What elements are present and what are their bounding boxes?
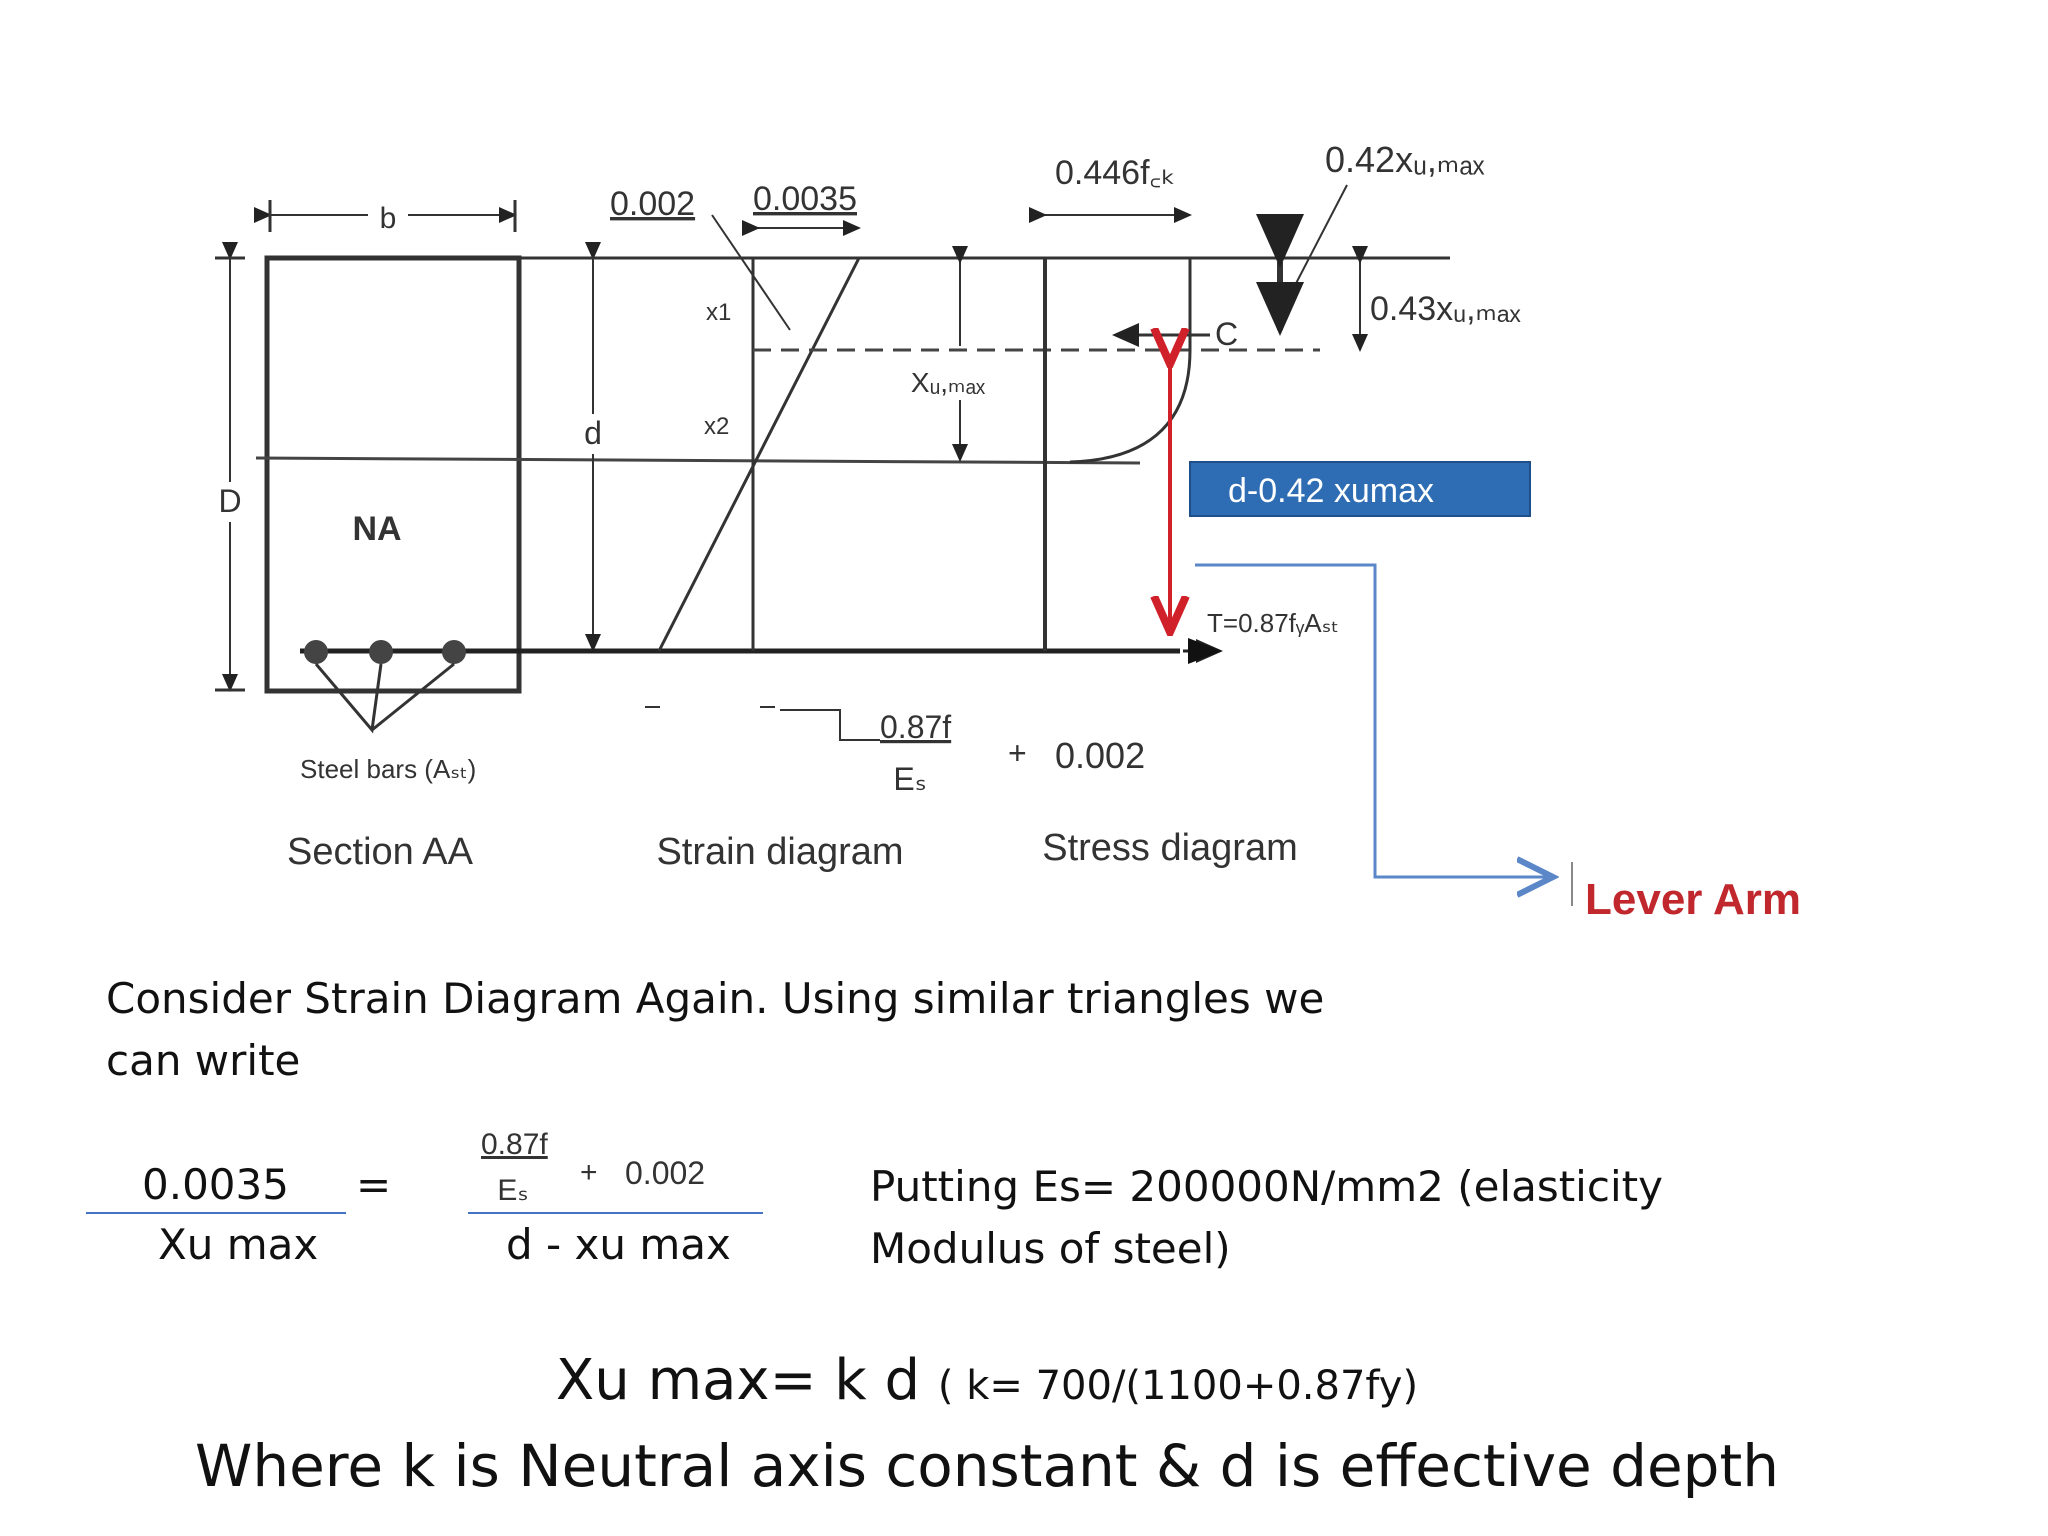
stress-diagram: 0.446f꜀ₖ 0.42xᵤ,ₘₐₓ 0.43xᵤ,ₘₐₓ C T=0.87f… xyxy=(1029,139,1521,869)
steel-bar xyxy=(442,640,466,664)
eq-right-fraction-num: 0.87f xyxy=(481,1128,548,1161)
lever-arm-annotation: d-0.42 xumax Lever Arm xyxy=(1170,360,1801,924)
eq-right-fraction-bar xyxy=(468,1212,763,1214)
eq-sign: = xyxy=(356,1160,392,1209)
lever-arm-box xyxy=(1189,461,1531,517)
stress-diagram-title: Stress diagram xyxy=(1042,827,1298,869)
strain-fraction-num: 0.87f xyxy=(880,709,951,745)
conclusion-line: Where k is Neutral axis constant & d is … xyxy=(194,1432,1779,1500)
x43-label: 0.43xᵤ,ₘₐₓ xyxy=(1370,290,1521,328)
strain-diagram: 0.002 0.0035 x1 x2 Xᵤ,ₘₐₓ 0.87f Eₛ + 0.0… xyxy=(519,180,1450,873)
eq-right-0002: 0.002 xyxy=(625,1155,705,1191)
strain-plus: + xyxy=(1008,735,1027,771)
eq-right-plus: + xyxy=(580,1156,598,1189)
putting-es-text: Putting Es= 200000N/mm2 (elasticity Modu… xyxy=(870,1162,1663,1273)
strain-0002-label: 0.002 xyxy=(610,185,695,223)
fc-label: 0.446f꜀ₖ xyxy=(1055,154,1176,192)
result-line: Xu max= k d ( k= 700/(1100+0.87fy) xyxy=(0,1348,1974,1413)
eq-right-denominator: d - xu max xyxy=(506,1220,731,1269)
x42-label: 0.42xᵤ,ₘₐₓ xyxy=(1325,139,1485,180)
eq-right-numerator: 0.87f Eₛ + 0.002 xyxy=(481,1128,705,1207)
eq-right-fraction-den: Eₛ xyxy=(497,1174,528,1207)
eq-left-numerator: 0.0035 xyxy=(142,1160,289,1209)
reinforced-concrete-stress-strain-diagram: b D d NA Steel bars (Aₛₜ) Section AA 0.0… xyxy=(212,139,1802,924)
strain-line xyxy=(657,257,861,652)
neutral-axis-line xyxy=(255,456,1141,465)
steel-bar xyxy=(304,640,328,664)
strain-fraction-den: Eₛ xyxy=(893,761,926,797)
strain-00035-label: 0.0035 xyxy=(753,180,857,218)
x1-label: x1 xyxy=(706,299,731,326)
section-aa-title: Section AA xyxy=(287,831,474,873)
result-main: Xu max= k d xyxy=(555,1348,921,1413)
strain-diagram-title: Strain diagram xyxy=(656,831,903,873)
intro-text: Consider Strain Diagram Again. Using sim… xyxy=(106,974,1325,1085)
C-label: C xyxy=(1215,316,1238,352)
b-label: b xyxy=(380,202,397,235)
section-aa: b D d NA Steel bars (Aₛₜ) Section AA xyxy=(212,198,1180,873)
steel-bars-label: Steel bars (Aₛₜ) xyxy=(300,754,476,784)
steel-bar xyxy=(369,640,393,664)
strain-0002-bottom: 0.002 xyxy=(1055,735,1145,776)
d-label: d xyxy=(584,415,602,451)
xu-max-label: Xᵤ,ₘₐₓ xyxy=(911,367,986,398)
lever-arm-box-text: d-0.42 xumax xyxy=(1228,472,1434,510)
lever-arm-label: Lever Arm xyxy=(1585,875,1801,924)
D-label: D xyxy=(218,483,241,519)
x2-label: x2 xyxy=(704,413,729,440)
T-label: T=0.87fᵧAₛₜ xyxy=(1207,608,1339,638)
lever-arm-bracket xyxy=(1195,563,1550,877)
eq-left-denominator: Xu max xyxy=(158,1220,319,1269)
section-outline xyxy=(264,255,522,694)
eq-left-fraction-bar xyxy=(86,1212,346,1214)
result-note: ( k= 700/(1100+0.87fy) xyxy=(937,1363,1419,1409)
na-label: NA xyxy=(352,510,401,548)
